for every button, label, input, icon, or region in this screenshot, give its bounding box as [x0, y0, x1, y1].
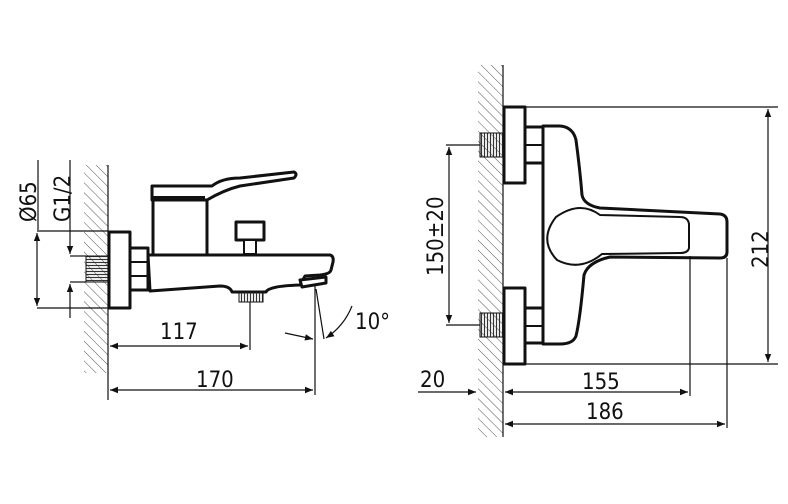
escutcheon — [107, 230, 132, 310]
dim-angle-label: 10° — [355, 310, 390, 335]
dim-diameter-label: Ø65 — [17, 181, 42, 222]
dim-117-label: 117 — [160, 320, 198, 345]
cartridge-housing — [151, 198, 209, 257]
diverter-knob — [234, 220, 266, 242]
front-view: 212 150±20 20 155 186 — [418, 65, 778, 437]
side-view: Ø65 G1/2 117 170 10° — [17, 160, 390, 400]
dim-20-label: 20 — [420, 368, 445, 393]
dim-170-label: 170 — [196, 368, 234, 393]
inlet-thread-top — [479, 132, 504, 158]
escutcheon-bottom — [502, 286, 527, 366]
wall-hatch-front — [478, 65, 503, 437]
nut — [128, 246, 150, 292]
dim-212-label: 212 — [749, 230, 774, 268]
dim-thread-label: G1/2 — [51, 175, 76, 222]
outlet-thread — [238, 291, 264, 303]
lever-handle — [150, 170, 298, 202]
spout-tip — [298, 275, 328, 289]
inlet-thread — [85, 255, 109, 283]
angle-arc — [325, 305, 353, 339]
dim-186-label: 186 — [586, 400, 624, 425]
inlet-thread-bottom — [479, 312, 504, 338]
escutcheon-top — [502, 105, 527, 185]
dim-150-label: 150±20 — [424, 196, 449, 276]
lever-front — [546, 207, 690, 266]
dim-155-label: 155 — [582, 370, 620, 395]
